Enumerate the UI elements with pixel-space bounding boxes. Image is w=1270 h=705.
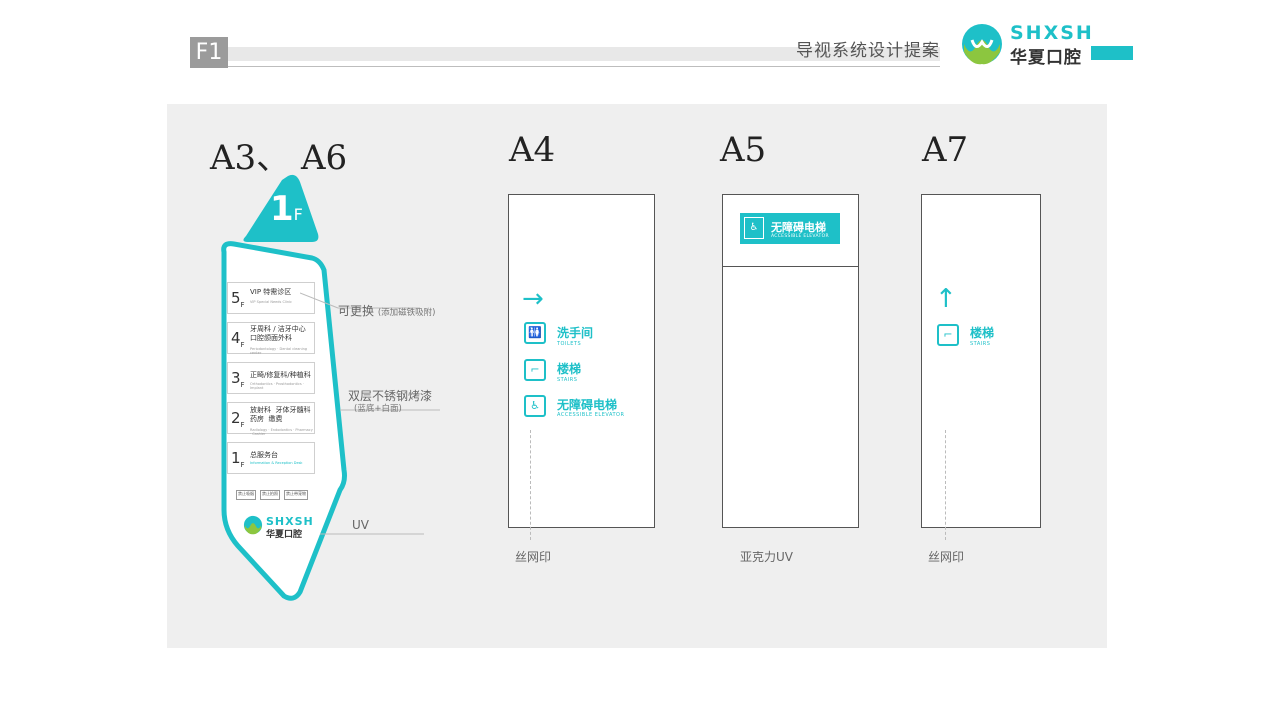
toilet-icon: 🚻	[524, 322, 546, 344]
a5-process-note: 亚克力UV	[740, 550, 793, 564]
a7-sign	[921, 194, 1041, 528]
a4-process-note: 丝网印	[515, 550, 552, 564]
header-bar	[190, 47, 940, 61]
stairs-icon: ⌐	[937, 324, 959, 346]
a4-toilets-cn: 洗手间	[557, 326, 594, 340]
a5-elevator-cn: 无障碍电梯	[771, 221, 826, 234]
a4-elevator-cn: 无障碍电梯	[557, 398, 618, 412]
a4-stairs-cn: 楼梯	[557, 362, 582, 376]
sign-logo-icon	[243, 515, 263, 535]
top-floor-number: 1F	[270, 189, 303, 229]
no-smoking-notice: 禁止吸烟	[236, 490, 256, 500]
arrow-up-icon: ↑	[935, 284, 957, 314]
sign-logo-en: SHXSH	[266, 515, 314, 528]
a4-toilets-en: TOILETS	[557, 341, 582, 347]
page-title: 导视系统设计提案	[796, 41, 940, 61]
a5-divider	[722, 266, 859, 267]
floor-row-3: 3F 正畸/修复科/种植科 Orthodontics · Prosthodont…	[227, 362, 315, 394]
floor-row-5: 5F VIP 特需诊区 VIP Special Needs Clinic	[227, 282, 315, 314]
label-a4: A4	[509, 130, 556, 170]
elevator-icon: ♿	[524, 395, 546, 417]
note-replaceable: 可更换 (添加磁铁吸附)	[338, 304, 436, 318]
notice-row: 禁止吸烟 禁止拍照 禁止带宠物	[236, 490, 316, 500]
a7-stairs-en: STAIRS	[970, 341, 991, 347]
logo-text-cn: 华夏口腔	[1010, 48, 1082, 68]
logo-text-en: SHXSH	[1010, 22, 1094, 44]
a4-sign	[508, 194, 655, 528]
header-accent-bar	[1091, 46, 1133, 60]
no-pets-notice: 禁止带宠物	[284, 490, 308, 500]
label-a3-a6: A3、 A6	[210, 138, 348, 178]
stairs-icon: ⌐	[524, 359, 546, 381]
sign-logo-cn: 华夏口腔	[266, 530, 303, 540]
page-badge: F1	[190, 37, 228, 68]
a7-process-note: 丝网印	[928, 550, 965, 564]
a4-stairs-en: STAIRS	[557, 377, 578, 383]
floor-row-2: 2F 放射科 牙体牙髓科 药房 缴费 Radiology · Endodonti…	[227, 402, 315, 436]
a7-stairs-cn: 楼梯	[970, 326, 995, 340]
label-a5: A5	[720, 130, 767, 170]
note-uv: UV	[352, 518, 369, 532]
no-photo-notice: 禁止拍照	[260, 490, 280, 500]
a7-callout-line	[945, 430, 946, 540]
note-material: 双层不锈钢烤漆	[348, 389, 433, 403]
callout-lines	[300, 292, 440, 535]
floor-row-4: 4F 牙周科 / 洁牙中心 口腔颌面外科 Periodontology · De…	[227, 322, 315, 355]
note-material-detail: (蓝底+白面)	[354, 404, 402, 414]
floor-row-1: 1F 总服务台 Information & Reception Desk	[227, 442, 315, 474]
a5-elevator-en: ACCESSIBLE ELEVATOR	[771, 234, 829, 239]
logo-icon	[962, 24, 1002, 65]
arrow-right-icon: →	[522, 284, 544, 314]
a4-callout-line	[530, 430, 531, 540]
a4-elevator-en: ACCESSIBLE ELEVATOR	[557, 412, 625, 418]
elevator-icon: ♿	[744, 217, 764, 239]
label-a7: A7	[922, 130, 969, 170]
header-underline	[190, 66, 940, 67]
a5-sign	[722, 194, 859, 528]
